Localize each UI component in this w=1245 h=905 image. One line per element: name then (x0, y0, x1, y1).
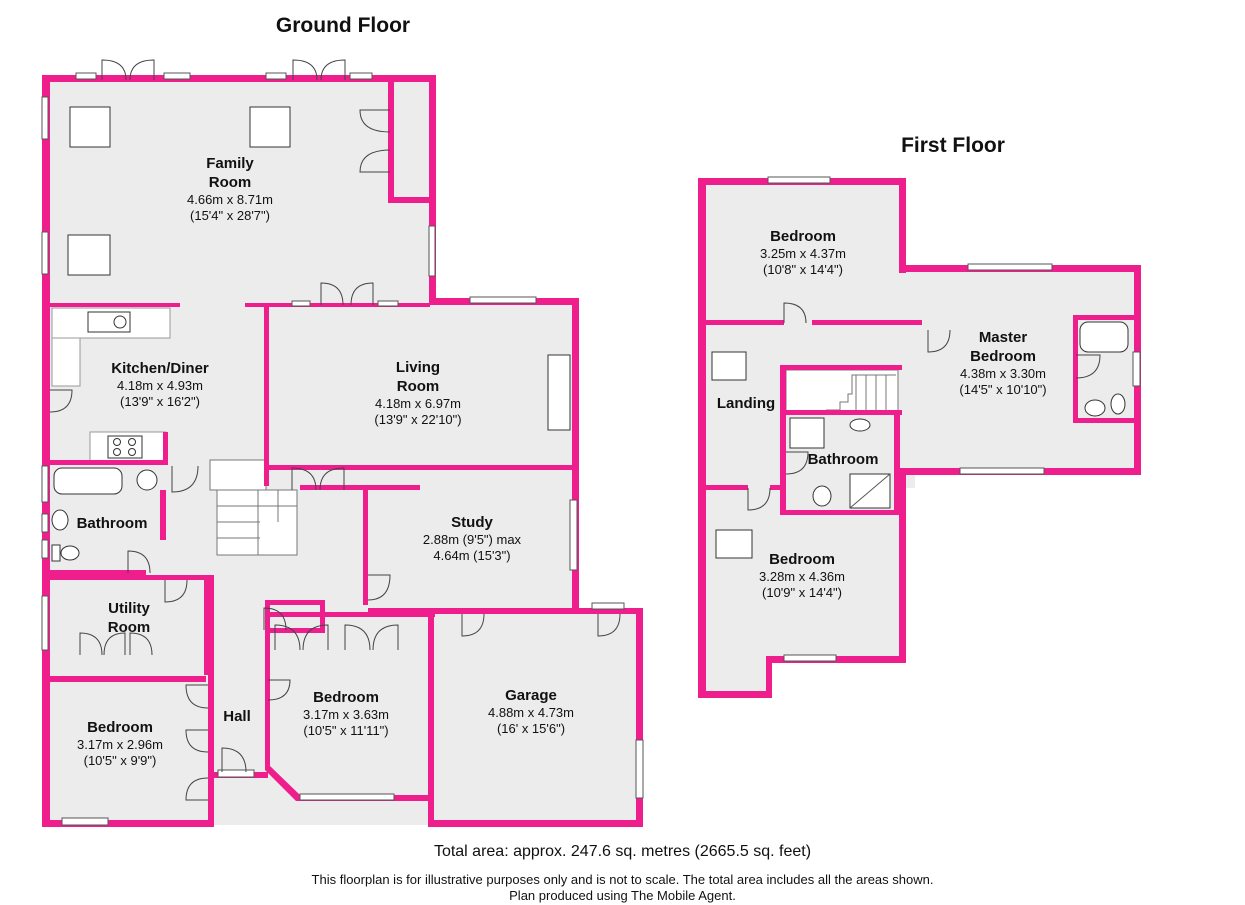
room-name: Bathroom (77, 515, 148, 532)
first-floor: First Floor Bedroom 3.25m x 4.37m (10'8"… (698, 134, 1141, 698)
first-doors (747, 302, 1101, 511)
room-family: Family Room 4.66m x 8.71m (15'4" x 28'7"… (187, 155, 273, 223)
room-dimensions: 4.18m x 4.93m (117, 378, 203, 393)
room-dimensions: (13'9" x 22'10") (374, 412, 461, 427)
basin-icon (789, 417, 825, 449)
room-dimensions: 4.88m x 4.73m (488, 705, 574, 720)
room-name: Room (397, 378, 440, 395)
room-name: Family (206, 155, 254, 172)
total-area-text: Total area: approx. 247.6 sq. metres (26… (433, 843, 812, 860)
basin-icon (51, 509, 69, 531)
room-name: Room (209, 174, 252, 191)
ground-walls (42, 75, 643, 827)
kitchen-fixtures (51, 307, 171, 463)
bathtub-icon (53, 467, 123, 495)
room-dimensions: (10'9" x 14'4") (762, 585, 842, 600)
shower-icon (136, 469, 158, 491)
room-dimensions: (14'5" x 10'10") (959, 382, 1046, 397)
floorplan: Ground Floor Family Room 4.66m x 8.71m (… (41, 14, 1141, 827)
room-study: Study 2.88m (9'5") max 4.64m (15'3") (423, 514, 522, 563)
room-name: Bedroom (770, 228, 836, 245)
room-name: Kitchen/Diner (111, 360, 209, 377)
room-bedroom-left: Bedroom 3.17m x 2.96m (10'5" x 9'9") (77, 719, 163, 768)
room-name: Garage (505, 687, 557, 704)
room-bedroom-bottom: Bedroom 3.28m x 4.36m (10'9" x 14'4") (759, 551, 845, 600)
room-first-bathroom: Bathroom (808, 451, 879, 468)
room-kitchen-diner: Kitchen/Diner 4.18m x 4.93m (13'9" x 16'… (111, 360, 209, 409)
toilet-icon (812, 485, 832, 507)
first-floor-area (705, 183, 1137, 693)
room-dimensions: 3.17m x 2.96m (77, 737, 163, 752)
skylight-icons (67, 106, 291, 276)
room-dimensions: (10'5" x 11'11") (303, 723, 388, 738)
room-dimensions: 4.66m x 8.71m (187, 192, 273, 207)
ground-stairs-icon (209, 459, 298, 556)
room-name: Study (451, 514, 493, 531)
room-dimensions: (10'5" x 9'9") (84, 753, 157, 768)
room-dimensions: 4.18m x 6.97m (375, 396, 461, 411)
room-master-bedroom: Master Bedroom 4.38m x 3.30m (14'5" x 10… (959, 329, 1046, 397)
room-name: Landing (717, 395, 775, 412)
room-dimensions: 2.88m (9'5") max (423, 532, 522, 547)
first-floor-title: First Floor (901, 134, 1005, 157)
room-name: Room (108, 619, 151, 636)
basin-icon (849, 418, 871, 432)
room-living: Living Room 4.18m x 6.97m (13'9" x 22'10… (374, 359, 461, 427)
room-name: Bedroom (970, 348, 1036, 365)
room-name: Bathroom (808, 451, 879, 468)
bathtub-icon (1079, 321, 1129, 353)
room-dimensions: 4.38m x 3.30m (960, 366, 1046, 381)
first-stairs-icon (785, 369, 899, 415)
room-dimensions: 4.64m (15'3") (433, 548, 510, 563)
room-dimensions: (10'8" x 14'4") (763, 262, 843, 277)
room-bedroom-mid: Bedroom 3.17m x 3.63m (10'5" x 11'11") (303, 689, 389, 738)
room-name: Living (396, 359, 440, 376)
first-windows (767, 176, 1141, 662)
toilet-icon (1110, 393, 1126, 415)
room-name: Bedroom (87, 719, 153, 736)
room-name: Utility (108, 600, 150, 617)
toilet-icon (60, 545, 80, 561)
room-hall: Hall (223, 708, 251, 725)
room-name: Hall (223, 708, 251, 725)
room-dimensions: 3.17m x 3.63m (303, 707, 389, 722)
ground-windows (41, 72, 644, 826)
skylight-icon (715, 529, 753, 559)
room-utility: Utility Room (108, 600, 151, 636)
ground-floor-title: Ground Floor (276, 14, 410, 37)
room-garage: Garage 4.88m x 4.73m (16' x 15'6") (488, 687, 574, 736)
basin-icon (1084, 399, 1106, 417)
fireplace-icon (547, 354, 571, 431)
skylight-icon (711, 351, 747, 381)
disclaimer-text: This floorplan is for illustrative purpo… (311, 872, 934, 887)
room-dimensions: (16' x 15'6") (497, 721, 565, 736)
room-name: Master (979, 329, 1028, 346)
room-dimensions: 3.25m x 4.37m (760, 246, 846, 261)
room-name: Bedroom (313, 689, 379, 706)
ground-floor: Ground Floor Family Room 4.66m x 8.71m (… (41, 14, 644, 827)
ground-bathroom-fixtures (51, 467, 158, 562)
room-ground-bathroom: Bathroom (77, 515, 148, 532)
hob-icon (107, 435, 143, 459)
room-dimensions: (15'4" x 28'7") (190, 208, 270, 223)
room-bedroom-top: Bedroom 3.25m x 4.37m (10'8" x 14'4") (760, 228, 846, 277)
room-landing: Landing (717, 395, 775, 412)
produced-by-text: Plan produced using The Mobile Agent. (509, 888, 736, 903)
room-dimensions: (13'9" x 16'2") (120, 394, 200, 409)
room-dimensions: 3.28m x 4.36m (759, 569, 845, 584)
ground-floor-area (46, 80, 639, 825)
room-name: Bedroom (769, 551, 835, 568)
ground-doors (49, 59, 621, 801)
